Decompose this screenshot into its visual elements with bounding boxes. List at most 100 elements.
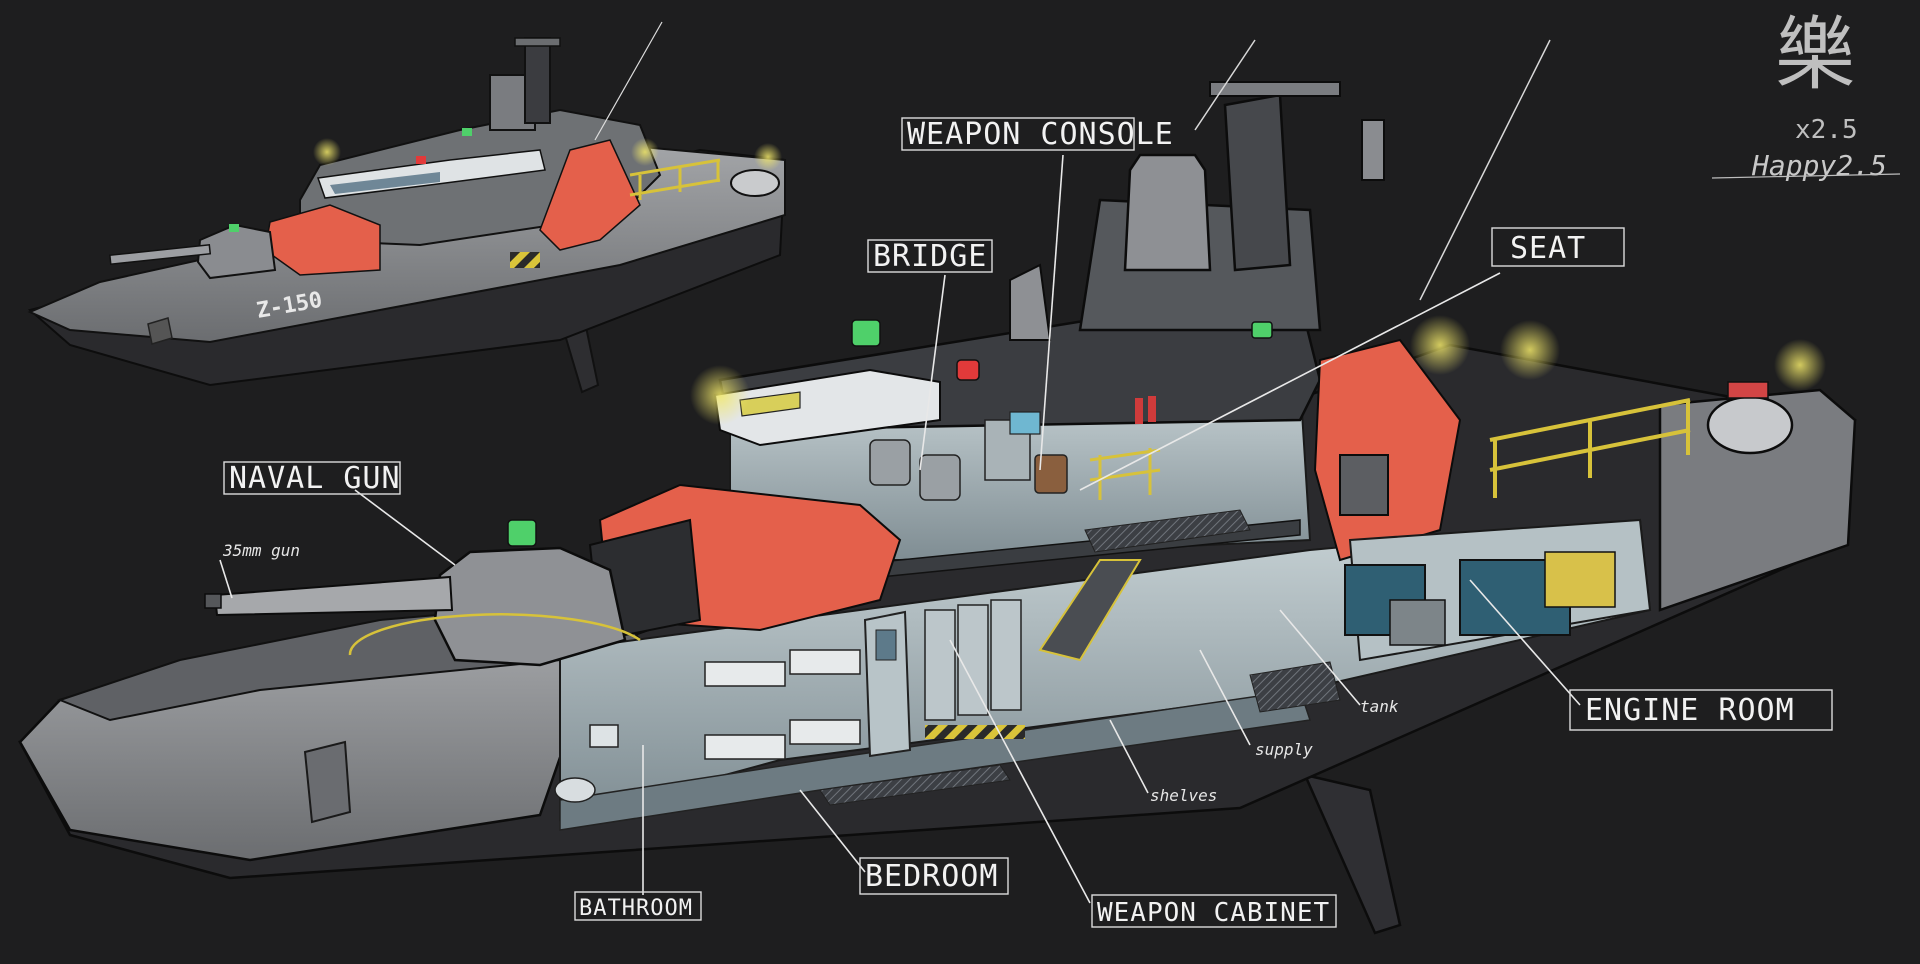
small-hazard-strip — [510, 252, 540, 268]
red-beacon — [956, 359, 980, 381]
gun-muzzle — [204, 593, 222, 609]
logo-glyph: 樂 — [1775, 8, 1855, 101]
label-shelves: shelves — [1150, 786, 1217, 805]
label-weapon-console: WEAPON CONSOLE — [907, 117, 1174, 152]
engine-room — [1344, 518, 1652, 662]
leader-tank — [1279, 609, 1361, 706]
label-box-engine-room — [1569, 689, 1833, 731]
side-sensor — [1361, 119, 1385, 181]
leader-weapon-cabinet — [949, 639, 1091, 904]
hazard-stripe — [925, 725, 1025, 739]
label-bathroom: BATHROOM — [579, 896, 693, 921]
small-gun-barrel — [109, 243, 212, 266]
main-rudder — [1302, 773, 1402, 935]
label-bridge: BRIDGE — [873, 239, 987, 274]
label-weapon-cabinet: WEAPON CABINET — [1097, 898, 1330, 928]
label-supply: supply — [1255, 740, 1313, 759]
lower-deck-floor — [559, 689, 1311, 831]
small-red-light — [416, 156, 426, 164]
label-box-bedroom — [859, 857, 1009, 895]
radar-dome — [1123, 153, 1212, 272]
bridge-seats — [869, 439, 961, 501]
label-box-weapon-console — [901, 117, 1135, 151]
naval-gun-barrel — [213, 575, 454, 617]
upper-railing — [1089, 448, 1161, 500]
label-box-bridge — [867, 239, 993, 273]
leader-bedroom — [799, 789, 866, 873]
floor-grate — [819, 764, 1011, 806]
small-radar — [514, 37, 561, 47]
aft-railing — [1489, 398, 1691, 498]
small-antenna — [594, 21, 663, 141]
console-screen — [1009, 411, 1041, 435]
small-railing — [629, 158, 721, 200]
small-orange-panel-side — [539, 139, 641, 251]
missile-launcher — [1339, 454, 1389, 516]
leader-shelves — [1109, 719, 1149, 794]
yellow-light-glow — [1500, 320, 1560, 380]
floor-grate — [1084, 509, 1251, 553]
green-beacon — [507, 519, 537, 547]
leader-supply — [1199, 649, 1251, 746]
fire-extinguisher — [1148, 396, 1156, 422]
aft-canister — [1706, 395, 1794, 455]
leader-engine-room — [1469, 579, 1581, 706]
green-beacon — [1251, 321, 1273, 339]
gun-arc-marking — [348, 613, 641, 656]
signature-underline — [1711, 173, 1901, 179]
yellow-light-glow — [1774, 339, 1826, 391]
leader-bridge — [919, 274, 946, 471]
label-35mm-gun: 35mm gun — [222, 541, 300, 560]
leader-seat — [1079, 272, 1501, 491]
stairway — [1038, 559, 1142, 662]
main-antenna — [1419, 39, 1551, 301]
leader-lines — [219, 154, 1581, 904]
radar-bar — [1209, 81, 1341, 97]
small-emblem — [147, 317, 173, 345]
label-naval-gun: NAVAL GUN — [229, 461, 401, 496]
main-mast — [1223, 93, 1292, 272]
main-antenna — [1194, 39, 1256, 131]
logo-suffix: x2.5 — [1795, 115, 1858, 145]
callout-labels: WEAPON CONSOLE BRIDGE SEAT NAVAL GUN 35m… — [222, 117, 1833, 928]
weapon-cabinet-lockers — [924, 599, 1022, 721]
small-window-glass — [330, 172, 440, 194]
fire-extinguisher — [1135, 398, 1143, 424]
small-mast — [524, 37, 551, 124]
bunk-beds — [704, 649, 861, 760]
bridge-deckhouse — [713, 368, 941, 447]
main-stern — [1658, 388, 1857, 612]
leader-weapon-console — [1039, 154, 1064, 471]
small-green-light — [229, 224, 239, 232]
label-box-bathroom — [574, 891, 702, 921]
small-yellow-light-glow — [631, 138, 659, 166]
cutaway-view-main — [18, 39, 1857, 935]
small-yellow-light-glow — [754, 143, 782, 171]
door-window — [875, 629, 897, 661]
exterior-view-small: Z-150 — [27, 21, 787, 394]
sensor-dome — [1009, 263, 1052, 341]
artist-signature: 樂 x2.5 Happy2.5 — [1711, 8, 1901, 182]
naval-gun-turret — [433, 546, 627, 667]
yellow-light-glow — [690, 365, 750, 425]
label-box-weapon-cabinet — [1091, 894, 1337, 928]
aft-red-valve — [1727, 381, 1769, 399]
small-green-light — [462, 128, 472, 136]
command-seat — [1034, 454, 1068, 494]
small-canister — [730, 169, 780, 197]
floor-grate — [1249, 661, 1341, 713]
leader-naval-gun — [354, 489, 456, 566]
bow-emblem — [303, 740, 352, 824]
bathroom-fixtures — [554, 724, 619, 803]
label-box-naval-gun — [223, 461, 401, 495]
label-seat: SEAT — [1510, 231, 1586, 266]
yellow-light-glow — [1410, 315, 1470, 375]
label-bedroom: BEDROOM — [865, 859, 998, 894]
green-beacon — [851, 319, 881, 347]
label-box-seat — [1491, 227, 1625, 267]
label-engine-room: ENGINE ROOM — [1585, 693, 1795, 728]
label-tank: tank — [1360, 697, 1399, 716]
leader-35mm-gun — [219, 559, 233, 599]
